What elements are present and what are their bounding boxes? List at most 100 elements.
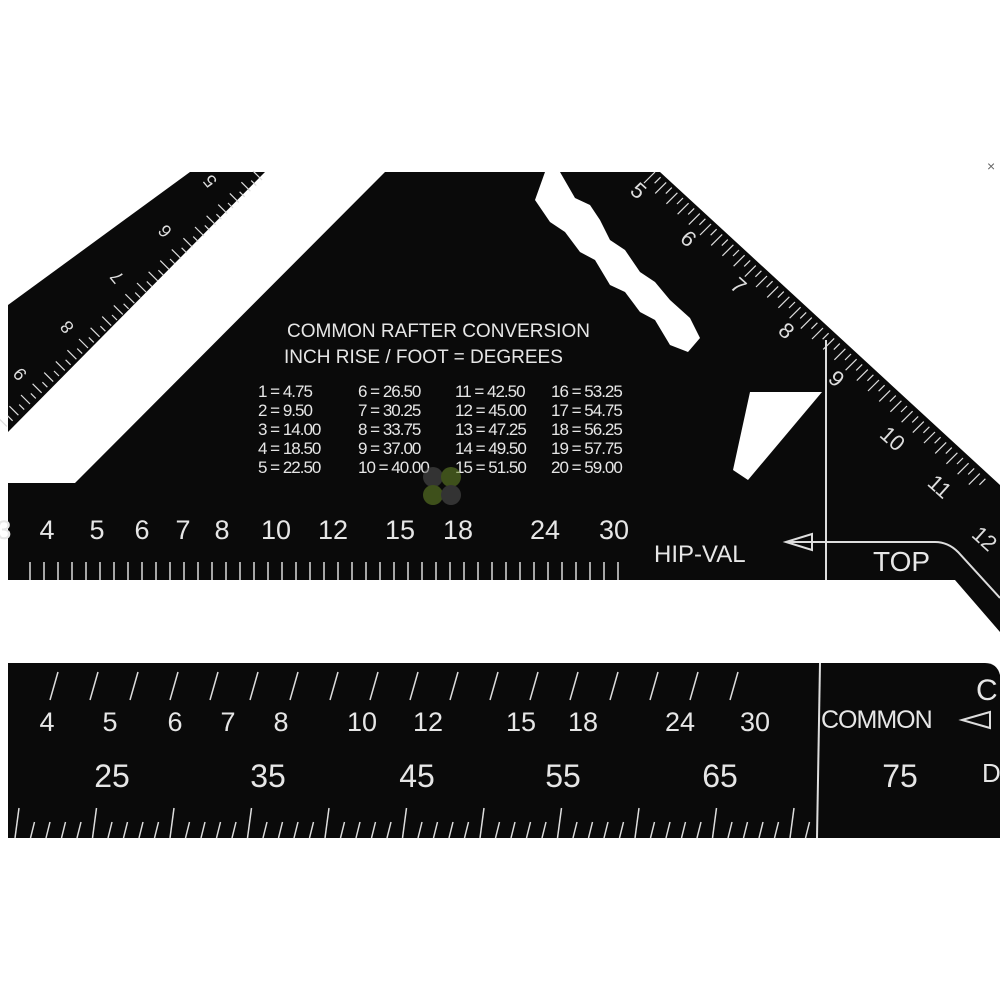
tick-mark <box>711 807 718 839</box>
tick-mark <box>78 338 89 349</box>
tick-mark <box>134 292 141 299</box>
arrow-left-icon <box>782 532 813 552</box>
tick-mark <box>912 421 925 434</box>
tick-mark <box>204 224 211 231</box>
common-scale-number: 5 <box>102 707 118 737</box>
tick-mark <box>811 327 824 340</box>
tick-mark <box>20 394 31 405</box>
ruler-ticks <box>0 170 986 839</box>
tick-mark <box>901 410 914 423</box>
table-entry: 16 = 53.25 <box>551 382 623 401</box>
tick-mark <box>911 415 919 423</box>
top-arrow-line <box>788 541 1000 599</box>
tick-mark <box>845 358 858 371</box>
tick-mark <box>169 671 179 701</box>
tick-mark <box>277 821 284 839</box>
common-scale-number: 12 <box>412 707 444 737</box>
tick-mark <box>449 671 459 701</box>
table-entry: 3 = 14.00 <box>258 420 321 439</box>
tick-mark <box>789 306 802 319</box>
tick-mark <box>696 821 702 839</box>
hip-scale-number: 12 <box>317 515 349 545</box>
table-entry: 6 = 26.50 <box>358 382 421 401</box>
tick-mark <box>556 807 563 839</box>
tick-mark <box>65 359 72 366</box>
tick-mark <box>463 821 470 839</box>
angled-slot <box>733 392 822 480</box>
tick-mark <box>55 360 66 371</box>
tick-mark <box>643 171 656 184</box>
tick-mark <box>293 821 299 839</box>
tick-mark <box>229 192 240 203</box>
table-entry: 15 = 51.50 <box>455 458 527 477</box>
table-entry: 14 = 49.50 <box>455 439 527 458</box>
common-scale-number: 10 <box>346 707 378 737</box>
tick-mark <box>744 265 757 278</box>
tick-mark <box>194 226 205 237</box>
tick-mark <box>32 383 43 394</box>
tick-mark <box>773 821 780 839</box>
tick-mark <box>417 821 423 839</box>
tick-mark <box>789 807 795 839</box>
tick-mark <box>510 821 516 839</box>
tick-mark <box>978 478 986 486</box>
tick-mark <box>66 349 77 360</box>
tick-mark <box>192 236 199 243</box>
tick-mark <box>777 291 785 299</box>
tick-mark <box>171 248 182 259</box>
table-entry: 4 = 18.50 <box>258 439 321 458</box>
tick-mark <box>889 395 897 403</box>
arrow-left-icon <box>958 710 991 730</box>
tick-mark <box>742 821 749 839</box>
table-subtitle: INCH RISE / FOOT = DEGREES <box>284 347 563 368</box>
tick-mark <box>541 821 547 839</box>
tick-mark <box>76 348 83 355</box>
tick-mark <box>200 821 206 839</box>
tick-mark <box>157 269 164 276</box>
common-scale-number: 24 <box>664 707 696 737</box>
common-scale-number: 30 <box>739 707 771 737</box>
tick-mark <box>654 176 662 184</box>
tick-mark <box>710 228 718 236</box>
hip-scale-number: 30 <box>598 515 630 545</box>
tick-mark <box>215 821 222 839</box>
table-entry: 10 = 40.00 <box>358 458 430 477</box>
common-scale-number: 15 <box>505 707 537 737</box>
tick-mark <box>721 239 729 247</box>
degree-scale-number: 75 <box>882 758 918 794</box>
tick-mark <box>246 807 253 839</box>
table-entry: 19 = 57.75 <box>551 439 623 458</box>
tick-mark <box>810 322 818 330</box>
tick-mark <box>867 379 880 392</box>
tick-mark <box>799 311 807 319</box>
tick-mark <box>529 671 539 701</box>
tick-mark <box>324 807 330 839</box>
tick-mark <box>934 441 947 454</box>
tick-mark <box>844 353 852 361</box>
tick-mark <box>217 204 228 215</box>
degree-scale-number: 35 <box>250 758 286 794</box>
tick-mark <box>618 821 625 839</box>
tick-mark <box>687 207 695 215</box>
tick-mark <box>0 418 8 427</box>
tick-mark <box>957 462 970 475</box>
tick-mark <box>923 431 936 444</box>
close-button[interactable]: × <box>987 158 996 174</box>
tick-mark <box>370 821 377 839</box>
degree-scale-number: 65 <box>702 758 738 794</box>
tick-mark <box>766 285 779 298</box>
edge-letter-d: D <box>982 758 1000 788</box>
table-entry: 9 = 37.00 <box>358 439 421 458</box>
tick-mark <box>945 452 958 465</box>
tick-mark <box>654 181 667 194</box>
tick-mark <box>91 807 98 839</box>
tick-mark <box>8 405 19 416</box>
tick-mark <box>800 317 813 330</box>
tick-mark <box>41 381 48 388</box>
tick-mark <box>239 191 246 198</box>
common-label: COMMON <box>821 706 933 734</box>
tick-mark <box>88 336 95 343</box>
edge-letter-c: C <box>976 674 998 707</box>
tick-mark <box>968 473 981 486</box>
tick-mark <box>822 337 835 350</box>
